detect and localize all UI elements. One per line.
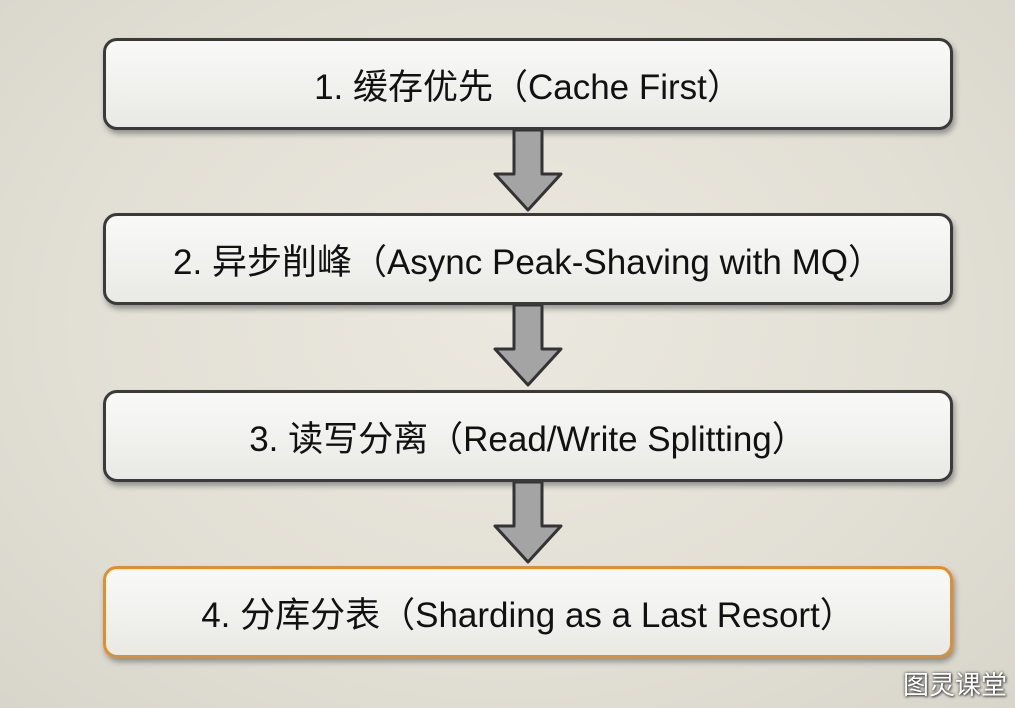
step-label-1: 1. 缓存优先（Cache First） xyxy=(314,67,742,107)
step-box-2: 2. 异步削峰（Async Peak-Shaving with MQ） xyxy=(103,213,953,305)
step-box-4-highlighted: 4. 分库分表（Sharding as a Last Resort） xyxy=(103,566,953,658)
step-box-1: 1. 缓存优先（Cache First） xyxy=(103,38,953,130)
down-arrow-icon-3 xyxy=(493,482,563,564)
watermark: 图灵课堂 xyxy=(902,670,1007,700)
down-arrow-icon-1 xyxy=(493,130,563,212)
step-label-2: 2. 异步削峰（Async Peak-Shaving with MQ） xyxy=(173,242,883,282)
down-arrow-icon-2 xyxy=(493,305,563,387)
step-label-3: 3. 读写分离（Read/Write Splitting） xyxy=(249,419,807,459)
step-box-3: 3. 读写分离（Read/Write Splitting） xyxy=(103,390,953,482)
step-label-4: 4. 分库分表（Sharding as a Last Resort） xyxy=(201,595,855,635)
